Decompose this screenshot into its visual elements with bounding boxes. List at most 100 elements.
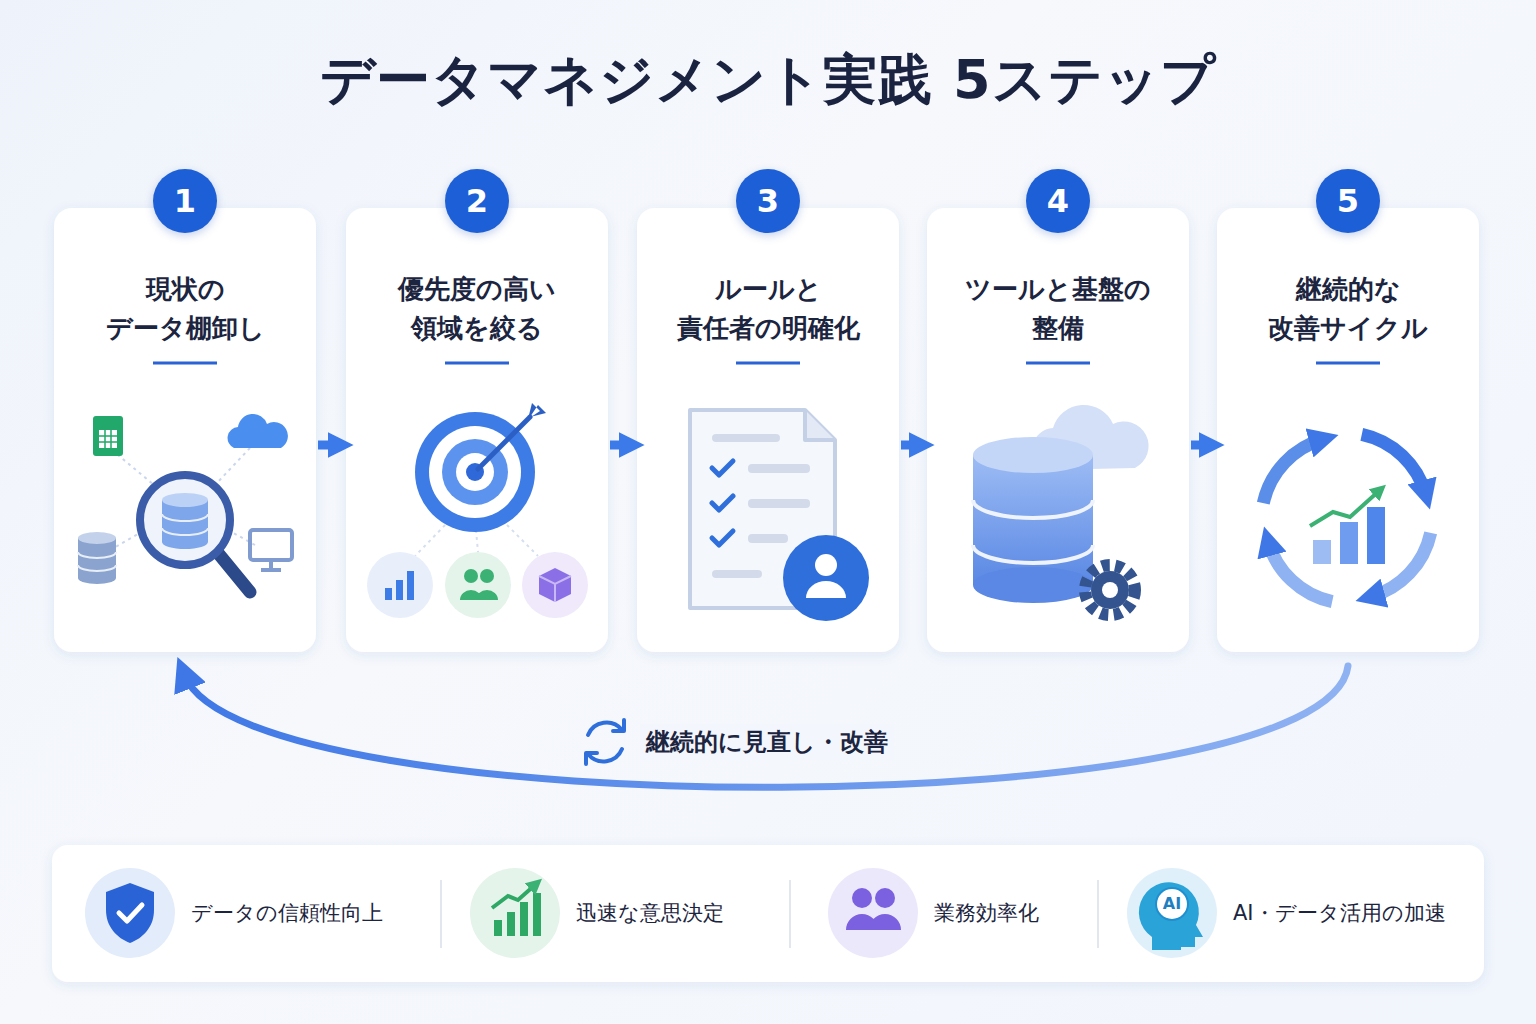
rules-icon-part: [748, 464, 810, 473]
benefit-icons-part: [828, 868, 918, 958]
refresh-icon-part: [613, 720, 624, 731]
inventory-icon-part: [110, 448, 255, 550]
rules-icon-part-part: [712, 531, 733, 545]
card-backgrounds-part: [52, 845, 1484, 982]
target-icon-part: [367, 552, 433, 618]
rules-icon-part: [712, 461, 733, 545]
benefit-icons-part: [1139, 882, 1203, 950]
panel-separators-part: [1097, 880, 1099, 948]
step-title: 現状の データ棚卸し: [54, 270, 316, 348]
benefit-icons-part: [492, 884, 536, 908]
inventory-icon-part: [78, 532, 116, 544]
rules-icon-part-part: [712, 461, 733, 475]
benefit-text: データの信頼性向上: [191, 899, 383, 927]
step-card: 継続的な 改善サイクル5: [1217, 208, 1479, 652]
flow-arrow: [318, 441, 338, 450]
rules-icon-part: [783, 535, 869, 621]
platform-icon-part: [1085, 565, 1135, 615]
card-backgrounds-part: [927, 208, 1189, 652]
title-underlines-part: [736, 362, 800, 365]
step-number-circle: 3: [736, 169, 800, 233]
benefit-text: 迅速な意思決定: [576, 899, 724, 927]
rules-icon-part: [748, 499, 810, 508]
icon-label: AI: [1152, 894, 1192, 914]
benefit-icons-part: [846, 914, 901, 930]
benefit-icons-part: [852, 888, 872, 908]
diagram-title: データマネジメント実践 5ステップ: [0, 44, 1536, 117]
target-icon-part: [480, 569, 494, 583]
platform-icon-part: [1102, 582, 1118, 598]
target-icon-part-part: [476, 530, 478, 552]
benefit-icons-part: [520, 902, 528, 936]
refresh-icon-part: [588, 749, 622, 761]
panel-separators-part: [440, 880, 442, 948]
step-title: ツールと基盤の 整備: [927, 270, 1189, 348]
step-title: 優先度の高い 領域を絞る: [346, 270, 608, 348]
platform-icon: [973, 405, 1149, 615]
target-icon-part: [445, 552, 511, 618]
cycle-icon-part: [1367, 507, 1385, 564]
platform-icon-part: [973, 500, 1093, 563]
step-card: ルールと 責任者の明確化3: [637, 208, 899, 652]
cycle-icon-part: [1268, 541, 1332, 602]
step-number-circle: 5: [1316, 169, 1380, 233]
rules-icon: [690, 410, 869, 621]
platform-icon-part: [973, 437, 1093, 473]
step-number: 2: [466, 182, 488, 220]
refresh-icon-part: [588, 723, 622, 735]
inventory-icon-part: [261, 560, 281, 570]
rules-icon-part: [712, 570, 762, 578]
step-title: ルールと 責任者の明確化: [637, 270, 899, 348]
inventory-icon-part: [78, 552, 116, 571]
inventory-icon-part: [228, 414, 288, 448]
inventory-icon-part: [99, 430, 117, 448]
inventory-icon-part-part: [215, 448, 250, 485]
target-icon-part: [415, 412, 535, 532]
inventory-icon-part: [140, 475, 230, 565]
inventory-icon-part: [250, 530, 292, 560]
step-number-circle: 4: [1026, 169, 1090, 233]
target-icon-part: [478, 417, 530, 469]
benefit-icons-part: [494, 920, 502, 936]
title-underlines-part: [1316, 362, 1380, 365]
target-icon-part: [460, 590, 498, 600]
card-backgrounds: [52, 208, 1484, 982]
target-icon-part-part: [415, 520, 450, 556]
rules-icon-part: [815, 554, 837, 576]
platform-icon-part: [1091, 571, 1129, 609]
flow-arrow: [610, 441, 629, 450]
step-number-circle: 1: [153, 169, 217, 233]
feedback-loop-arrow: [185, 666, 1348, 787]
cycle-icon-part: [1310, 490, 1380, 526]
benefit-icons-part: [106, 883, 154, 943]
inventory-icon-part: [93, 416, 123, 456]
card-backgrounds-part: [54, 208, 316, 652]
rules-icon-part: [748, 534, 788, 543]
step-card: 現状の データ棚卸し1: [54, 208, 316, 652]
cycle-icon: [1263, 434, 1430, 601]
target-icon-part: [522, 552, 588, 618]
benefit-item: 業務効率化: [828, 868, 1039, 958]
inventory-icon-part: [162, 493, 208, 507]
benefit-icons-part: [507, 912, 515, 936]
cycle-icon-part: [1340, 522, 1358, 564]
inventory-icon-part: [162, 535, 208, 549]
target-icon-part: [539, 576, 571, 602]
inventory-icon-part: [78, 572, 116, 584]
title-underlines-part: [445, 362, 509, 365]
inventory-icon-part: [218, 553, 250, 592]
benefit-item: データの信頼性向上: [85, 868, 383, 958]
title-underlines-part: [1026, 362, 1090, 365]
rules-icon-part: [805, 410, 835, 440]
flow-arrow: [901, 441, 919, 450]
flow-arrow: [1191, 441, 1209, 450]
target-icon-part: [385, 588, 392, 600]
rules-icon-part: [806, 581, 846, 598]
target-icon-part: [396, 580, 403, 600]
inventory-icon: [78, 414, 292, 592]
step-title: 継続的な 改善サイクル: [1217, 270, 1479, 348]
benefit-text: 業務効率化: [934, 899, 1039, 927]
